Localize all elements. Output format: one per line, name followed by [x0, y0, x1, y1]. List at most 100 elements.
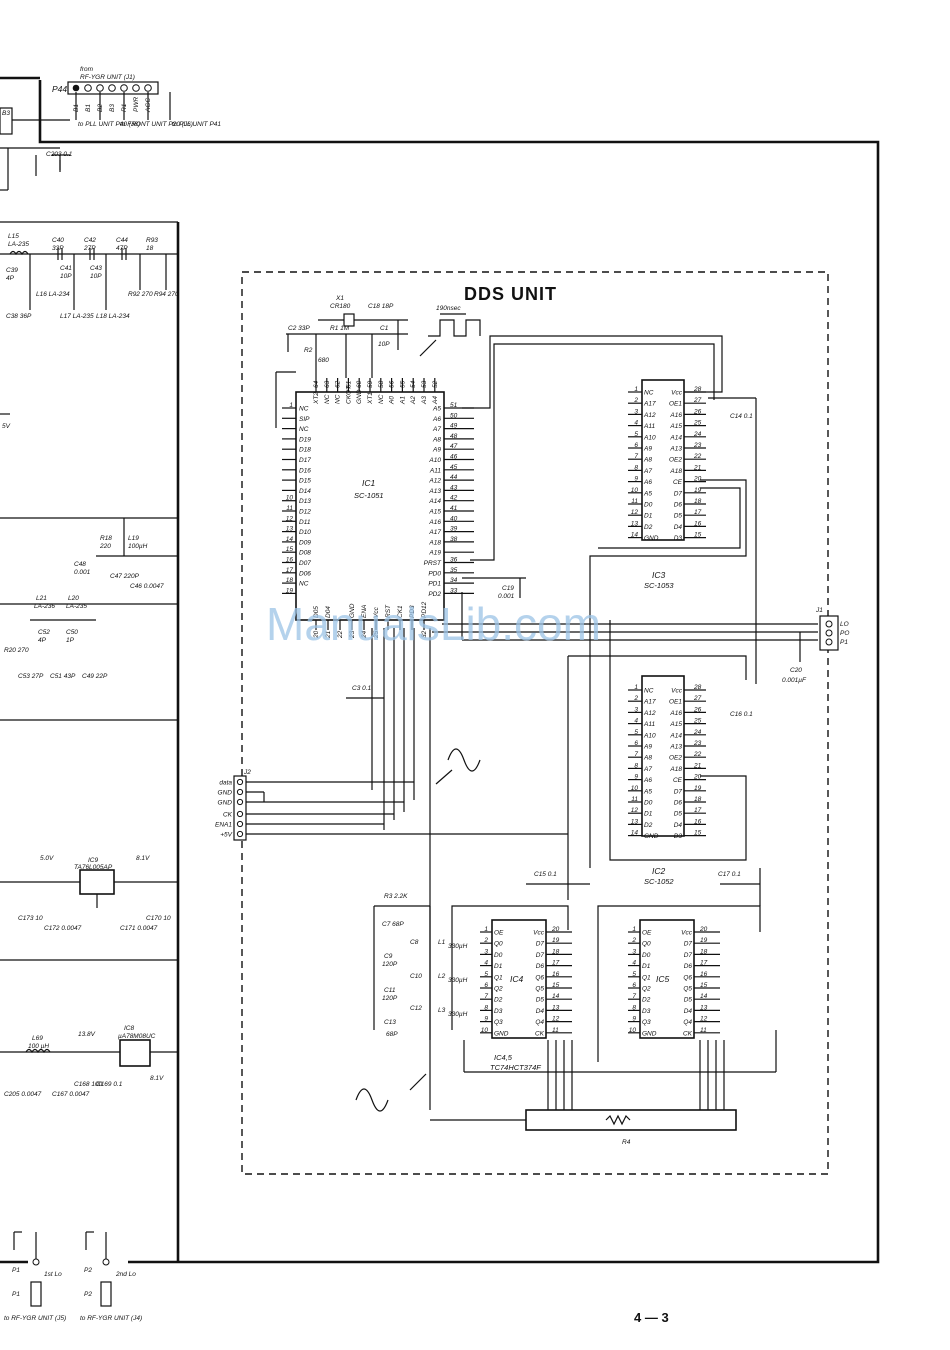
ic1-left-pin-name: SIP — [299, 416, 310, 423]
c170-label: C170 10 — [146, 915, 171, 922]
j2-pin — [236, 810, 244, 818]
ic2-right-pin-num: 18 — [694, 796, 702, 803]
r94-label: R94 270 — [154, 291, 179, 298]
ic4-left-pin-num: 2 — [483, 937, 488, 944]
p1-to-label: to RF-YGR UNIT (J5) — [4, 1315, 66, 1322]
j2-ref: J2 — [243, 769, 251, 776]
p44-from-unit: RF-YGR UNIT (J1) — [80, 74, 135, 81]
ic3-right-pin-num: 22 — [693, 453, 702, 460]
ic8-body — [119, 1039, 151, 1067]
j2-pin — [236, 798, 244, 806]
ic1-right-pin-name: A19 — [428, 550, 441, 557]
ic3-right-pin-name: CE — [673, 479, 683, 486]
ic4-left-pin-name: D0 — [494, 952, 503, 959]
ic4-left-pin-name: OE — [494, 930, 504, 937]
ic5-left-pin-num: 3 — [632, 948, 636, 955]
j2-pin — [236, 830, 244, 838]
ic4-left-pin-name: GND — [494, 1030, 509, 1037]
c50-value: 1P — [66, 637, 75, 644]
ic1-left-pin-name: D06 — [299, 570, 311, 577]
ic2-left-pin-name: A17 — [643, 699, 656, 706]
c14-label: C14 0.1 — [730, 413, 753, 420]
j2-pin — [236, 788, 244, 796]
ic4-left-pin-name: Q2 — [494, 986, 503, 993]
c51-label: C51 43P — [50, 673, 76, 680]
ic3-left-pin-num: 13 — [631, 520, 639, 527]
ic2-right-pin-name: CE — [673, 777, 683, 784]
ic3-right-pin-num: 23 — [693, 442, 702, 449]
ic1-left-pin-num: 13 — [286, 526, 294, 533]
lo1-label: 1st Lo — [44, 1271, 62, 1278]
l21-label: L21 — [36, 595, 47, 602]
ic1-bottom-pin-name: D05 — [313, 606, 320, 618]
ic3-left-pin-name: D1 — [644, 513, 653, 520]
p44-to-pll2: to PLL UNIT P41 — [172, 121, 221, 128]
ic2-right-pin-num: 23 — [693, 740, 702, 747]
ic3-body — [641, 379, 685, 541]
c19-value: 0.001 — [498, 593, 515, 600]
output-filter: R3 2.2K C7 68P C9 120P C11 120P C13 68P … — [373, 893, 526, 1121]
c20-value: 0.001µF — [782, 677, 807, 684]
ic3-left-pin-num: 9 — [634, 476, 638, 483]
ic1-right-pin-name: A12 — [428, 478, 441, 485]
c203-label: C203 0.1 — [46, 151, 73, 158]
v5-label: 5V — [2, 423, 11, 430]
ic1-right-pin-num: 44 — [450, 474, 458, 481]
ic1-top-pin-name: A1 — [399, 396, 406, 405]
connector-j1: J1 LO PO P1 C20 0.001µF — [782, 607, 849, 684]
ic1-left-pin-name: D07 — [299, 560, 311, 567]
ic2-left-pin-num: 5 — [634, 729, 638, 736]
r2-value: 680 — [318, 357, 329, 364]
ic5-right-pin-name: D7 — [684, 952, 693, 959]
ic1-right-pin-name: PD2 — [428, 591, 441, 598]
c43-label: C43 — [90, 265, 102, 272]
ic4-left-pin-num: 6 — [484, 982, 488, 989]
c169-label: C169 0.1 — [96, 1081, 123, 1088]
ic1-left-pin-num: 1 — [289, 402, 293, 409]
ic2-left-pin-num: 6 — [634, 740, 638, 747]
ic4-left-pin-num: 9 — [484, 1016, 488, 1023]
ic1-left-pin-name: D19 — [299, 436, 311, 443]
ic1-top-pin-name: XT2 — [313, 392, 320, 405]
ic1-top-pin-num: 53 — [421, 380, 428, 388]
ic1-left-pin-num: 15 — [286, 546, 294, 553]
ic2-right-pin-num: 26 — [693, 706, 702, 713]
ic1-right-pin-name: A16 — [428, 519, 441, 526]
oscillator-section: X1 CR180 C18 18P C2 33P R1 1M C1 10P R2 … — [286, 295, 408, 378]
l15-label: L15 — [8, 233, 19, 240]
ic4-left-pin-name: Q1 — [494, 974, 503, 981]
ic2-left-pin-name: D1 — [644, 811, 653, 818]
ic4-left-pin-num: 4 — [484, 960, 488, 967]
ic1-top-pin-num: 55 — [399, 380, 406, 388]
ic9-body — [79, 869, 115, 895]
ic1-top-pin-name: A4 — [432, 396, 439, 405]
ic3-left-pin-num: 6 — [634, 442, 638, 449]
ic5-right-pin-name: D6 — [684, 963, 693, 970]
ic2-left-pin-name: A9 — [643, 744, 652, 751]
c2-label: C2 33P — [288, 325, 310, 332]
ic3-left-pin-num: 8 — [634, 464, 638, 471]
r4-label: R4 — [622, 1139, 631, 1146]
ic1-bottom-pin-name: D04 — [325, 606, 332, 618]
ic2-right-pin-num: 20 — [693, 774, 702, 781]
ic1-right-pin-num: 45 — [450, 464, 458, 471]
ic2-right-pin-name: A18 — [669, 766, 682, 773]
ic4-left-pin-num: 10 — [481, 1027, 489, 1034]
ic2-right-pin-num: 24 — [693, 729, 702, 736]
ic1-bottom-pin-num: 24 — [361, 630, 368, 639]
ic1-left-pin-name: NC — [299, 426, 309, 433]
ic4-left-pin-name: Q3 — [494, 1019, 503, 1026]
ic1-body — [295, 391, 445, 621]
c10-label: C10 — [410, 973, 422, 980]
ic3-left-pin-name: A5 — [643, 490, 652, 497]
ic1-bottom-pin-num: 21 — [325, 630, 332, 639]
ic1-right-pin-num: 51 — [450, 402, 458, 409]
ic4-left-pin-num: 1 — [484, 926, 488, 933]
ic1-right-pin-num: 33 — [450, 587, 458, 594]
ic5-right-pin-name: D4 — [684, 1008, 693, 1015]
ic1-right-pin-num: 47 — [450, 443, 458, 450]
l2-label: L2 — [438, 973, 446, 980]
